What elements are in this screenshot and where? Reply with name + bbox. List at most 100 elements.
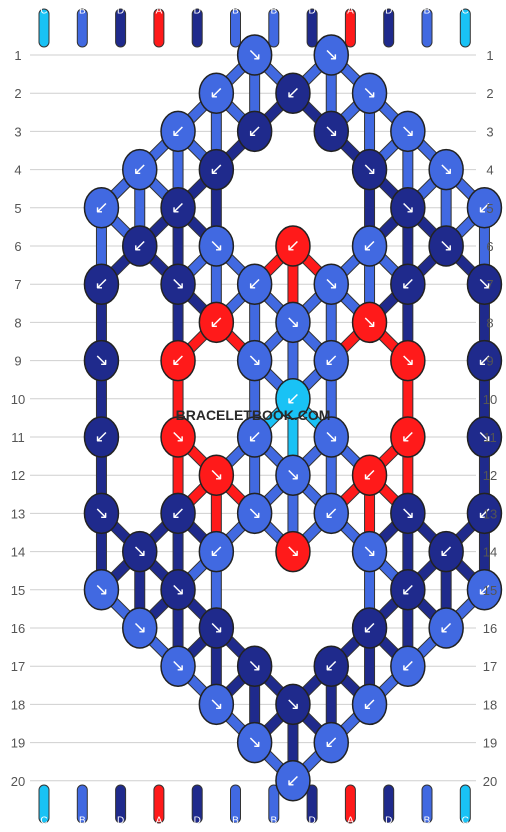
arrow-down-left-icon: ↙ bbox=[94, 274, 108, 294]
arrow-down-right-icon: ↘ bbox=[362, 312, 376, 332]
knot: ↙ bbox=[122, 148, 158, 191]
knot: ↙ bbox=[351, 683, 388, 726]
knot: ↙ bbox=[160, 492, 196, 535]
knot: ↙ bbox=[122, 225, 158, 267]
arrow-down-right-icon: ↘ bbox=[209, 236, 223, 256]
strand-label-top: B bbox=[232, 6, 239, 17]
knot: ↘ bbox=[236, 645, 273, 687]
knot-oval bbox=[428, 148, 464, 191]
knot-oval bbox=[466, 569, 503, 611]
strand-label-top: B bbox=[424, 6, 431, 17]
knot: ↘ bbox=[313, 34, 349, 76]
arrow-down-right-icon: ↘ bbox=[94, 580, 108, 600]
arrow-down-right-icon: ↘ bbox=[324, 274, 338, 294]
strand-label-bottom: A bbox=[347, 816, 354, 827]
knot-oval bbox=[198, 72, 235, 114]
knot: ↙ bbox=[351, 607, 388, 649]
knot: ↘ bbox=[198, 225, 235, 267]
knot: ↘ bbox=[160, 263, 196, 305]
arrow-down-left-icon: ↙ bbox=[133, 236, 147, 256]
knot-oval bbox=[236, 492, 273, 535]
arrow-down-right-icon: ↘ bbox=[286, 312, 300, 332]
knot-oval bbox=[160, 339, 196, 382]
knot: ↙ bbox=[236, 263, 273, 305]
knot-oval bbox=[198, 225, 235, 267]
knot-oval bbox=[198, 530, 235, 573]
row-label-right: 13 bbox=[483, 506, 497, 521]
knot: ↙ bbox=[160, 110, 196, 153]
knot: ↘ bbox=[83, 492, 120, 535]
strand-label-bottom: C bbox=[40, 816, 47, 827]
arrow-down-left-icon: ↙ bbox=[401, 427, 415, 447]
arrow-down-right-icon: ↘ bbox=[94, 351, 108, 371]
arrow-down-right-icon: ↘ bbox=[324, 427, 338, 447]
arrow-down-left-icon: ↙ bbox=[362, 618, 376, 638]
arrow-down-right-icon: ↘ bbox=[171, 274, 185, 294]
strand-label-top: A bbox=[347, 6, 354, 17]
knot: ↘ bbox=[198, 454, 235, 496]
knot: ↙ bbox=[198, 530, 235, 573]
knot: ↙ bbox=[198, 301, 235, 344]
arrow-down-right-icon: ↘ bbox=[286, 542, 300, 562]
knot-oval bbox=[466, 339, 503, 382]
row-label-left: 16 bbox=[11, 621, 25, 636]
knot-oval bbox=[390, 416, 426, 458]
arrow-down-left-icon: ↙ bbox=[324, 351, 338, 371]
knot-oval bbox=[198, 148, 235, 191]
knot-oval bbox=[236, 263, 273, 305]
arrow-down-left-icon: ↙ bbox=[362, 694, 376, 714]
arrow-down-right-icon: ↘ bbox=[209, 618, 223, 638]
knot: ↙ bbox=[390, 416, 426, 458]
knot: ↘ bbox=[198, 607, 235, 649]
arrow-down-right-icon: ↘ bbox=[286, 465, 300, 485]
row-label-right: 1 bbox=[486, 48, 493, 63]
knot: ↘ bbox=[275, 530, 311, 573]
strand-label-bottom: B bbox=[424, 816, 431, 827]
knot: ↙ bbox=[313, 492, 349, 535]
knot: ↘ bbox=[160, 645, 196, 687]
knot-oval bbox=[198, 454, 235, 496]
arrow-down-right-icon: ↘ bbox=[439, 160, 453, 180]
arrow-down-left-icon: ↙ bbox=[286, 771, 300, 791]
knot-oval bbox=[236, 339, 273, 382]
knot-oval bbox=[122, 225, 158, 267]
knot: ↙ bbox=[390, 645, 426, 687]
arrow-down-left-icon: ↙ bbox=[209, 542, 223, 562]
row-label-right: 18 bbox=[483, 697, 497, 712]
knot-oval bbox=[351, 454, 388, 496]
strand-label-bottom: D bbox=[117, 816, 124, 827]
strand-label-bottom: A bbox=[156, 816, 163, 827]
knot: ↘ bbox=[83, 339, 120, 382]
row-label-right: 5 bbox=[486, 201, 493, 216]
watermark: BRACELETBOOK.COM bbox=[176, 407, 331, 423]
row-label-left: 1 bbox=[14, 48, 21, 63]
knot-oval bbox=[122, 607, 158, 649]
arrow-down-right-icon: ↘ bbox=[248, 656, 262, 676]
knot: ↙ bbox=[160, 187, 196, 229]
knot: ↘ bbox=[275, 301, 311, 344]
knot: ↙ bbox=[390, 263, 426, 305]
knot-oval bbox=[198, 301, 235, 344]
knot-oval bbox=[351, 683, 388, 726]
strand-label-bottom: B bbox=[232, 816, 239, 827]
arrow-down-right-icon: ↘ bbox=[248, 351, 262, 371]
knot: ↘ bbox=[390, 492, 426, 535]
knot: ↘ bbox=[275, 454, 311, 496]
knot: ↙ bbox=[466, 339, 503, 382]
knot-oval bbox=[236, 645, 273, 687]
knot: ↘ bbox=[351, 148, 388, 191]
arrow-down-right-icon: ↘ bbox=[209, 694, 223, 714]
strand-label-bottom: D bbox=[194, 816, 201, 827]
row-label-left: 11 bbox=[11, 430, 25, 445]
knot-oval bbox=[351, 530, 388, 573]
row-label-right: 10 bbox=[483, 392, 497, 407]
arrow-down-left-icon: ↙ bbox=[477, 351, 491, 371]
row-label-right: 7 bbox=[486, 277, 493, 292]
arrow-down-left-icon: ↙ bbox=[324, 733, 338, 753]
knot: ↙ bbox=[160, 339, 196, 382]
knot: ↘ bbox=[236, 492, 273, 535]
arrow-down-left-icon: ↙ bbox=[401, 580, 415, 600]
knot-layer: ↘↘↙↙↘↙↙↘↘↙↙↘↘↙↙↘↙↙↘↙↙↘↙↘↙↘↙↘↙↘↘↘↙↘↙↘↙↙↙↘… bbox=[83, 34, 503, 802]
strand-label-top: D bbox=[308, 6, 315, 17]
